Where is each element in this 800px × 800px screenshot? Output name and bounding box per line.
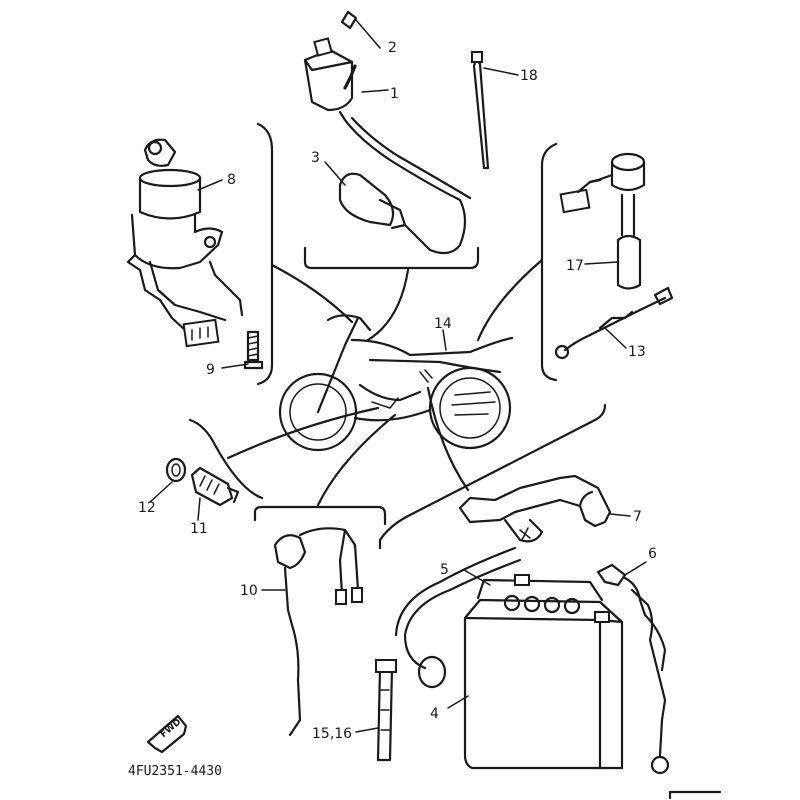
callout-2: 2: [388, 40, 397, 56]
breather-pipe-part: [394, 546, 522, 689]
callout-7: 7: [633, 509, 642, 525]
group-brackets: [188, 122, 722, 800]
neutral-switch-group: [165, 457, 240, 507]
cable-tie-part: [471, 51, 490, 170]
callout-3: 3: [311, 150, 320, 166]
connection-leaders: [226, 258, 544, 507]
fuse-holder-group: [559, 152, 646, 290]
callout-8: 8: [227, 172, 236, 188]
callout-18: 18: [520, 68, 538, 84]
callout-4: 4: [430, 706, 439, 722]
callout-15-16: 15,16: [312, 726, 352, 742]
callout-11: 11: [190, 521, 208, 537]
ignition-coil-group: [303, 10, 472, 255]
callout-13: 13: [628, 344, 646, 360]
part-code-label: 4FU2351-4430: [128, 764, 222, 779]
battery-lead-part: [596, 563, 670, 775]
callout-14: 14: [434, 316, 452, 332]
bolt-part-9: [243, 330, 264, 370]
callout-10: 10: [240, 583, 258, 599]
forward-direction-arrow: FWD: [146, 714, 188, 754]
callout-1: 1: [390, 86, 399, 102]
callout-17: 17: [566, 258, 584, 274]
fuse-lead-group: [554, 286, 674, 360]
battery-strap-part: [375, 659, 397, 762]
motorcycle-outline: [278, 314, 514, 452]
main-switch-group: [126, 138, 244, 348]
battery-part: [463, 574, 624, 770]
battery-band-part: [458, 474, 612, 543]
callout-leaders: [149, 19, 647, 733]
callout-9: 9: [206, 362, 215, 378]
wire-lead-group: [273, 527, 363, 737]
callout-12: 12: [138, 500, 156, 516]
callout-6: 6: [648, 546, 657, 562]
callout-5: 5: [440, 562, 449, 578]
callout-labels: 1 2 3 4 5 6 7 8 9 10 11 12 13 14 15,16 1…: [138, 40, 657, 742]
